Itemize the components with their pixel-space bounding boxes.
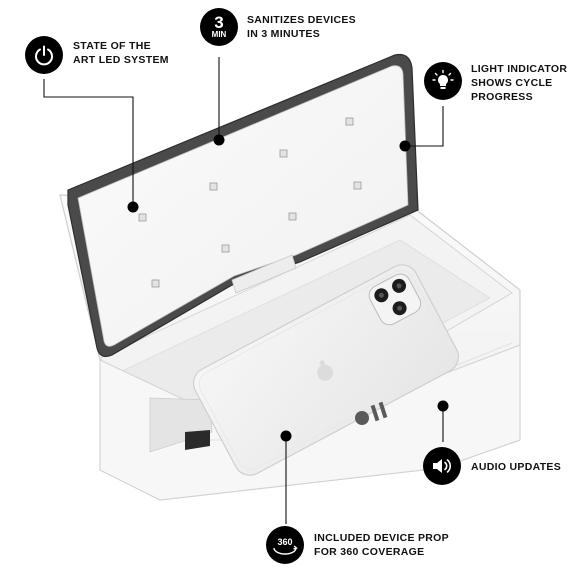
timer-number: 3 [214,13,224,32]
audio-updates-label: AUDIO UPDATES [471,461,562,473]
led-grid [138,117,362,288]
callout-dots [127,134,449,442]
brand-logo [355,401,388,425]
rotate-360-text: 360 [277,537,292,547]
callout-lines [43,57,444,524]
lid-inner [77,65,409,347]
rotate-360-icon: 360 [266,526,304,564]
device-prop-label: INCLUDED DEVICE PROP FOR 360 COVERAGE [314,532,449,558]
phone [192,264,460,476]
light-indicator-label: LIGHT INDICATOR SHOWS CYCLE PROGRESS [471,63,568,103]
timer-badge-icon: 3 MIN [200,8,238,46]
sanitize-time-label: SANITIZES DEVICES IN 3 MINUTES [247,14,356,40]
power-icon [25,36,63,74]
speaker-icon [423,447,461,485]
led-system-label: STATE OF THE ART LED SYSTEM [73,40,169,66]
lightbulb-icon [424,62,462,100]
timer-unit: MIN [211,30,227,39]
